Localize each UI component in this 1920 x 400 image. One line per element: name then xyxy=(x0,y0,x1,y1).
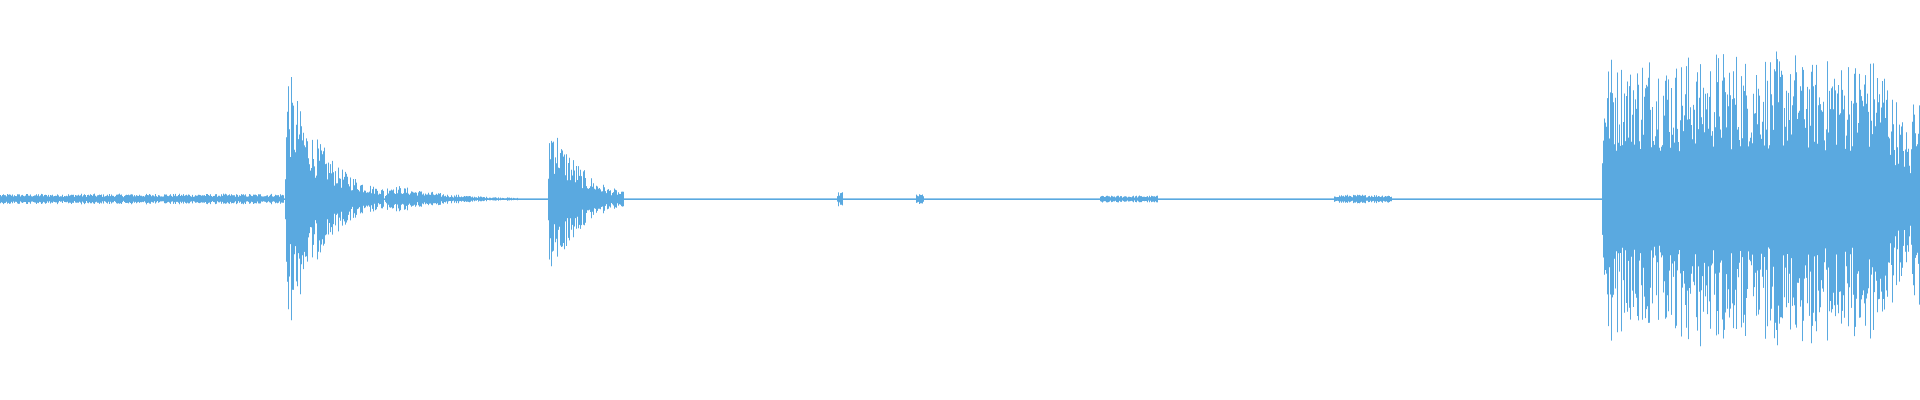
waveform-bars xyxy=(0,51,1920,347)
